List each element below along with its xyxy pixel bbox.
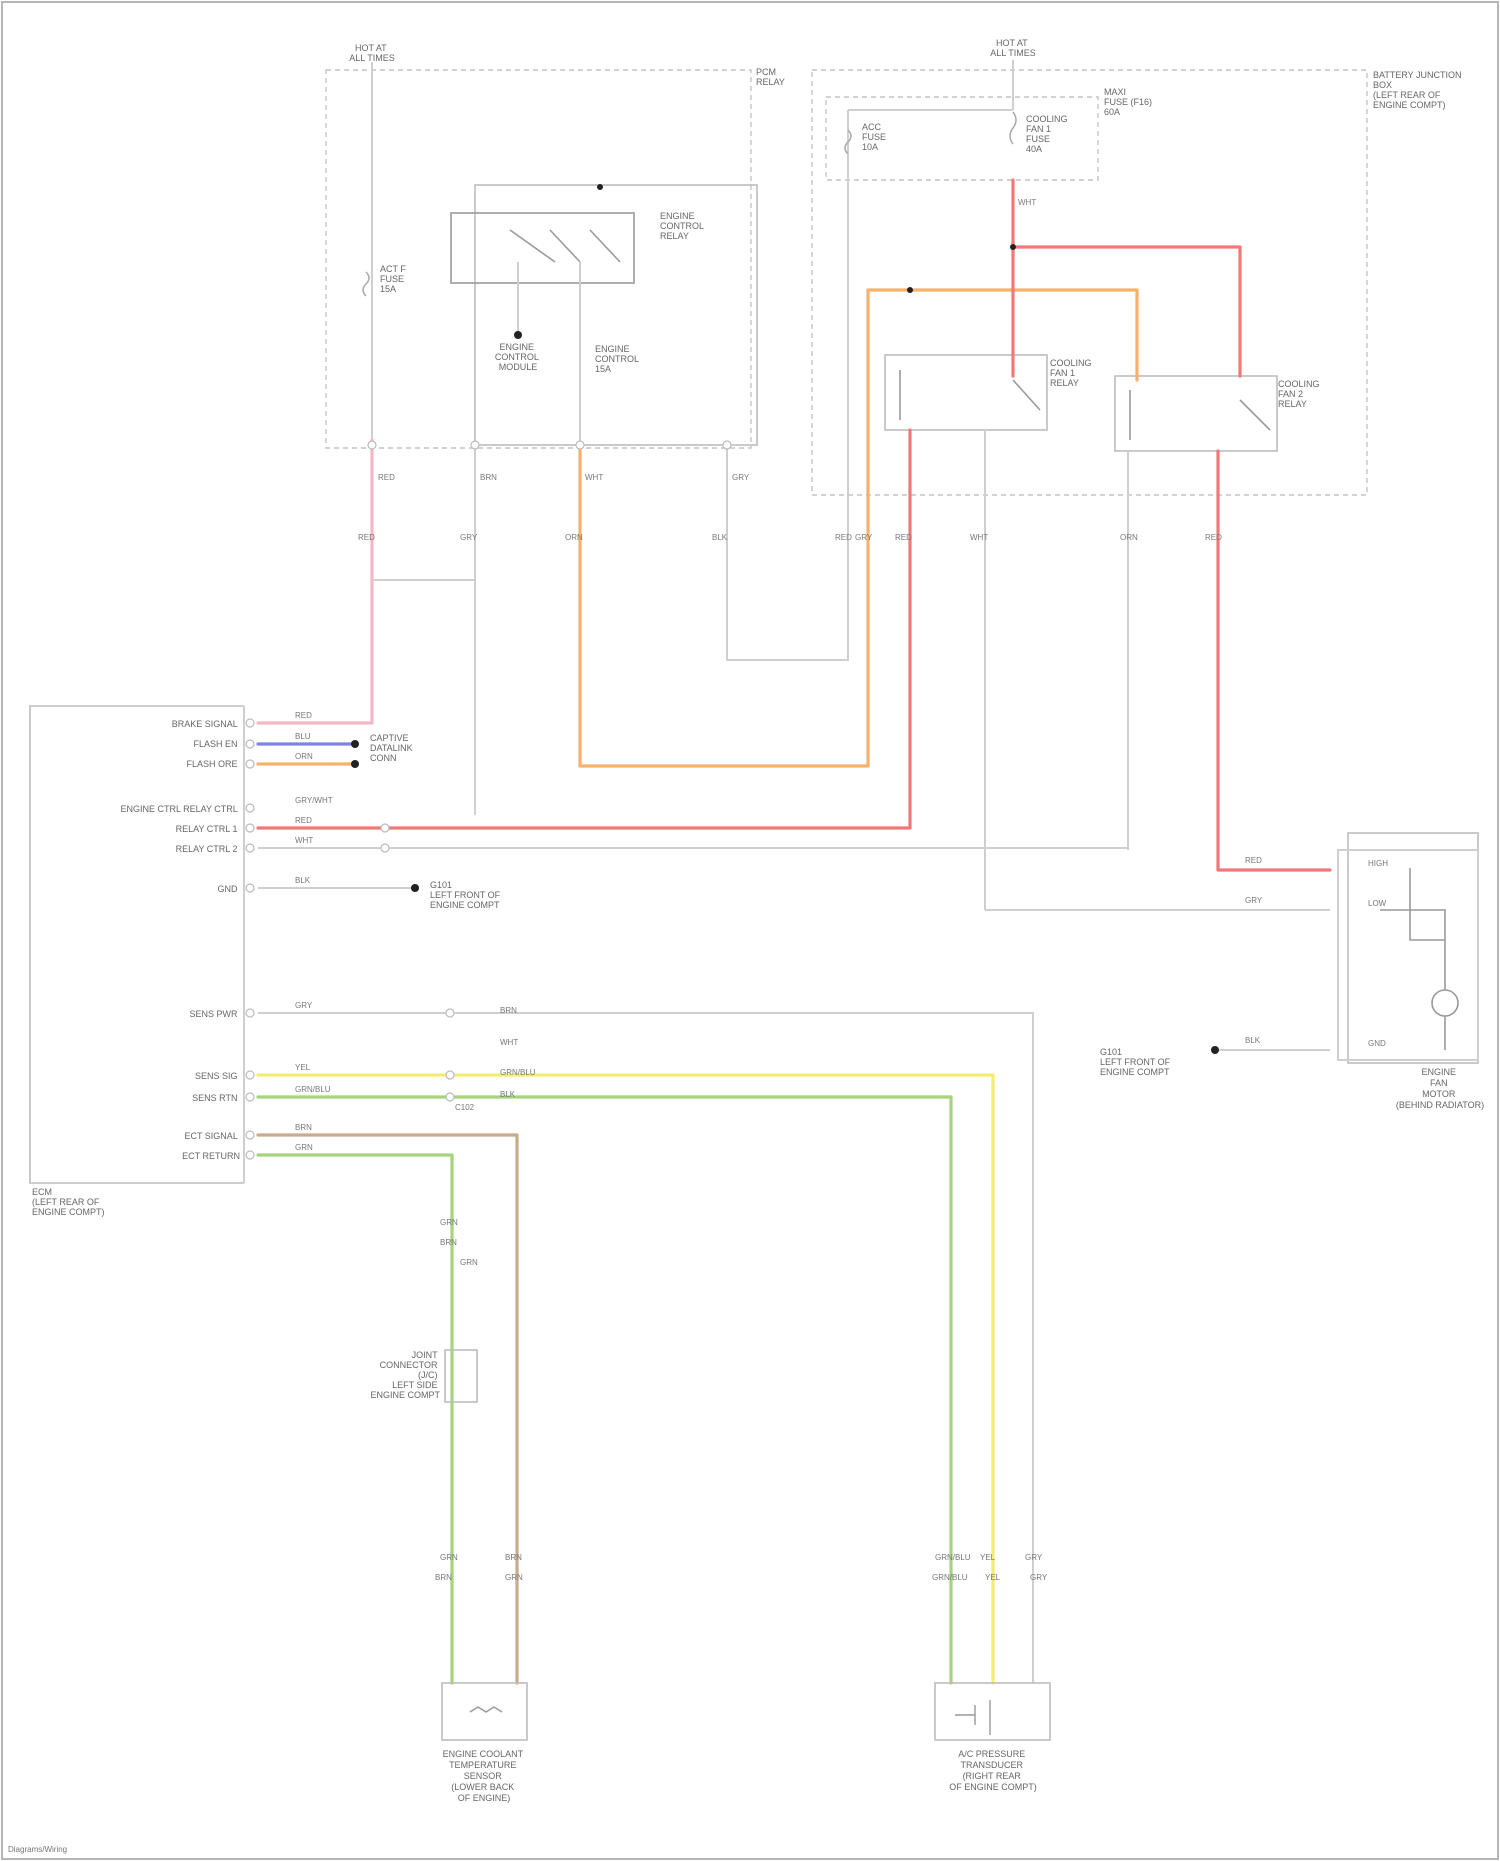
- maxi-fuse-label: MAXI FUSE (F16) 60A: [1104, 87, 1155, 117]
- engine-fan-motor: ENGINE FAN MOTOR (BEHIND RADIATOR) HIGH …: [1100, 833, 1484, 1110]
- engine-control-fuse-label: ENGINE CONTROL 15A: [595, 344, 641, 374]
- green-blue-wire: [258, 1097, 951, 1683]
- pcm-relay-box: HOT AT ALL TIMES PCM RELAY ACT F FUSE 15…: [326, 43, 785, 815]
- gray-wire-sens-pwr: [258, 1013, 1033, 1683]
- ect-wire-colors: BRN GRN: [435, 1573, 523, 1582]
- ecm-label: ECM (LEFT REAR OF ENGINE COMPT): [32, 1187, 105, 1217]
- red-wire-fan-high: [1218, 451, 1330, 870]
- ac-wire-colors: GRN/BLU YEL GRY: [932, 1573, 1048, 1582]
- fan-ground-label: G101 LEFT FRONT OF ENGINE COMPT: [1100, 1047, 1173, 1077]
- relay-1-switch-icon: [900, 370, 1040, 420]
- hot-at-all-times-right: HOT AT ALL TIMES: [990, 38, 1036, 58]
- cooling-fan-1-relay-label: COOLING FAN 1 RELAY: [1050, 358, 1094, 388]
- ecm-ground-label: G101 LEFT FRONT OF ENGINE COMPT: [430, 880, 503, 910]
- gray-wire-jumper: [727, 180, 848, 660]
- bjb-label: BATTERY JUNCTION BOX (LEFT REAR OF ENGIN…: [1373, 70, 1464, 110]
- engine-control-relay-label: ENGINE CONTROL RELAY: [660, 211, 706, 241]
- acc-fuse-label: ACC FUSE 10A: [862, 122, 889, 152]
- thermistor-icon: [470, 1707, 502, 1712]
- hot-at-all-times-left: HOT AT ALL TIMES: [349, 43, 395, 63]
- fan-motor-label: ENGINE FAN MOTOR (BEHIND RADIATOR): [1396, 1067, 1484, 1110]
- ect-sensor-label: ENGINE COOLANT TEMPERATURE SENSOR (LOWER…: [443, 1749, 526, 1803]
- relay-switch-icon: [510, 230, 620, 262]
- ecm-wire-colors: RED BLU ORN GRY/WHT RED WHT BLK GRY YEL …: [295, 711, 335, 1152]
- cooling-fan-fuse-icon: [1010, 112, 1016, 144]
- transducer-icon: [955, 1700, 990, 1735]
- footer-credit: Diagrams/Wiring: [8, 1845, 67, 1854]
- fan-motor-icon: [1432, 990, 1458, 1016]
- joint-connector: JOINT CONNECTOR (J/C) LEFT SIDE ENGINE C…: [370, 1350, 477, 1402]
- cooling-fan-fuse-label: COOLING FAN 1 FUSE 40A: [1026, 114, 1070, 154]
- joint-connector-label: JOINT CONNECTOR (J/C) LEFT SIDE ENGINE C…: [370, 1350, 440, 1400]
- green-wire: [258, 1155, 452, 1683]
- ect-sensor: ENGINE COOLANT TEMPERATURE SENSOR (LOWER…: [435, 1573, 527, 1803]
- cooling-fan-2-relay-label: COOLING FAN 2 RELAY: [1278, 379, 1322, 409]
- act-fuse-label: ACT F FUSE 15A: [380, 264, 408, 294]
- wire-color-labels: RED RED GRY BRN ORN WHT BLK GRY RED GRY …: [358, 198, 1224, 1562]
- fuse-icon: [363, 272, 369, 296]
- fan-wire-colors: RED GRY BLK: [1245, 856, 1264, 1045]
- cooling-fan-1-relay: [885, 355, 1047, 430]
- ecm-pin-label: BRAKE SIGNAL FLASH EN FLASH ORE ENGINE C…: [120, 719, 240, 1161]
- dlc-label: CAPTIVE DATALINK CONN: [370, 733, 415, 763]
- tan-wire: [258, 1135, 517, 1683]
- fan-pin-labels: HIGH LOW GND: [1368, 859, 1390, 1048]
- pcm-relay-box-label: PCM RELAY: [756, 67, 785, 87]
- ecm-module: ECM (LEFT REAR OF ENGINE COMPT) BRAKE SI…: [30, 706, 503, 1217]
- ecm-label-in-box: ENGINE CONTROL MODULE: [495, 342, 541, 372]
- relay-2-switch-icon: [1130, 390, 1270, 440]
- pink-wire: [258, 440, 372, 723]
- ac-transducer-label: A/C PRESSURE TRANSDUCER (RIGHT REAR OF E…: [949, 1749, 1037, 1792]
- yellow-wire: [258, 1075, 993, 1683]
